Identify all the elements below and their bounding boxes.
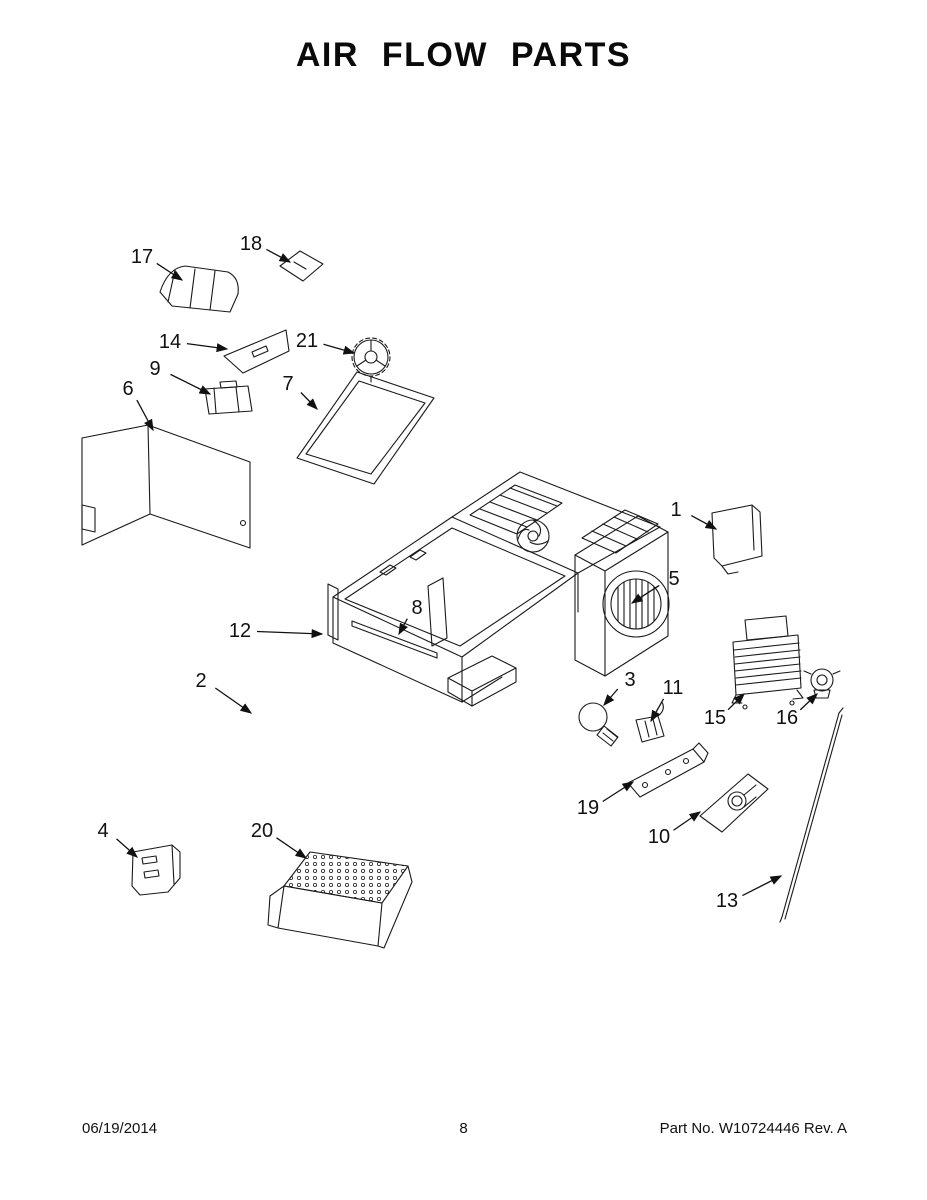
part-callout-14: 14: [159, 331, 229, 353]
part-callout-10: 10: [648, 811, 702, 848]
part-10-duct-adapter: [699, 773, 769, 833]
callout-arrow: [186, 342, 229, 353]
part-3-bulb: [578, 702, 619, 747]
callout-arrow: [602, 781, 635, 803]
part-number-label: 13: [716, 890, 738, 912]
callout-arrow: [323, 343, 356, 355]
part-number-label: 16: [776, 707, 798, 729]
callout-arrow: [116, 838, 138, 858]
callout-arrow: [276, 837, 308, 859]
part-number-label: 17: [131, 246, 153, 268]
callout-arrow: [170, 373, 212, 395]
footer-part-number: Part No. W10724446 Rev. A: [659, 1120, 847, 1137]
callout-arrow: [398, 618, 408, 636]
part-number-label: 4: [97, 820, 108, 842]
part-number-label: 6: [122, 378, 133, 400]
callout-arrow: [603, 688, 619, 706]
part-number-label: 2: [195, 670, 206, 692]
main-assembly-drawing: [327, 471, 670, 707]
part-16-thermostat-disc: [803, 668, 841, 699]
footer-page-number: 8: [459, 1120, 468, 1137]
part-callout-5: 5: [630, 568, 680, 604]
part-18-plate: [279, 250, 324, 282]
callout-arrow: [630, 584, 660, 604]
part-9-thermostat: [204, 380, 253, 415]
part-1-bracket: [711, 504, 763, 575]
part-number-label: 5: [668, 568, 679, 590]
callout-arrow: [673, 811, 702, 831]
part-21-stirrer-fan: [351, 337, 391, 383]
page-footer: 06/19/2014 8 Part No. W10724446 Rev. A: [0, 1120, 927, 1142]
part-callout-11: 11: [650, 677, 684, 723]
callout-arrow: [214, 687, 253, 714]
part-callout-7: 7: [282, 373, 318, 410]
part-callout-3: 3: [603, 669, 636, 706]
part-4-mounting-clip: [131, 844, 181, 896]
part-14-triangle-plate: [223, 329, 290, 374]
callout-arrow: [256, 629, 324, 639]
callout-arrow: [799, 693, 818, 711]
callout-arrow: [650, 698, 665, 723]
part-number-label: 18: [240, 233, 262, 255]
callout-arrow: [136, 399, 154, 432]
part-7-filter-frame: [296, 371, 435, 485]
callout-arrow: [691, 515, 718, 530]
part-19-bracket-plate: [627, 742, 709, 798]
part-callout-13: 13: [716, 875, 783, 912]
part-number-label: 20: [251, 820, 273, 842]
part-callout-15: 15: [704, 693, 745, 729]
part-callout-12: 12: [229, 620, 324, 642]
part-callout-1: 1: [670, 499, 718, 530]
callout-arrow: [742, 875, 783, 897]
part-callout-18: 18: [240, 233, 292, 263]
callout-arrow: [156, 262, 184, 281]
part-number-label: 19: [577, 797, 599, 819]
part-number-label: 8: [411, 597, 422, 619]
part-11-socket: [635, 701, 665, 743]
footer-date: 06/19/2014: [82, 1120, 158, 1137]
part-number-label: 11: [663, 677, 684, 699]
part-callout-2: 2: [195, 670, 253, 714]
part-callout-16: 16: [776, 693, 818, 729]
part-callout-21: 21: [296, 330, 356, 355]
part-callout-9: 9: [149, 358, 212, 395]
callout-arrow: [727, 693, 745, 711]
part-number-label: 14: [159, 331, 181, 353]
part-number-label: 10: [648, 826, 670, 848]
part-number-label: 7: [282, 373, 293, 395]
part-number-label: 21: [296, 330, 318, 352]
part-callout-20: 20: [251, 820, 308, 859]
callout-arrow: [266, 248, 292, 263]
part-callout-8: 8: [398, 597, 423, 636]
part-number-label: 3: [624, 669, 635, 691]
part-callout-19: 19: [577, 781, 635, 819]
part-20-vent-grille: [267, 851, 413, 949]
part-callout-6: 6: [122, 378, 154, 432]
part-callout-17: 17: [131, 246, 184, 281]
part-13-rod: [779, 707, 844, 923]
part-number-label: 1: [670, 499, 681, 521]
part-15-transformer: [731, 615, 804, 710]
page-title: AIR FLOW PARTS: [295, 36, 632, 74]
callout-arrow: [300, 392, 318, 410]
part-number-label: 12: [229, 620, 251, 642]
part-callout-4: 4: [97, 820, 138, 858]
part-number-label: 9: [149, 358, 160, 380]
part-number-label: 15: [704, 707, 726, 729]
part-6-duct-panel: [81, 424, 251, 549]
